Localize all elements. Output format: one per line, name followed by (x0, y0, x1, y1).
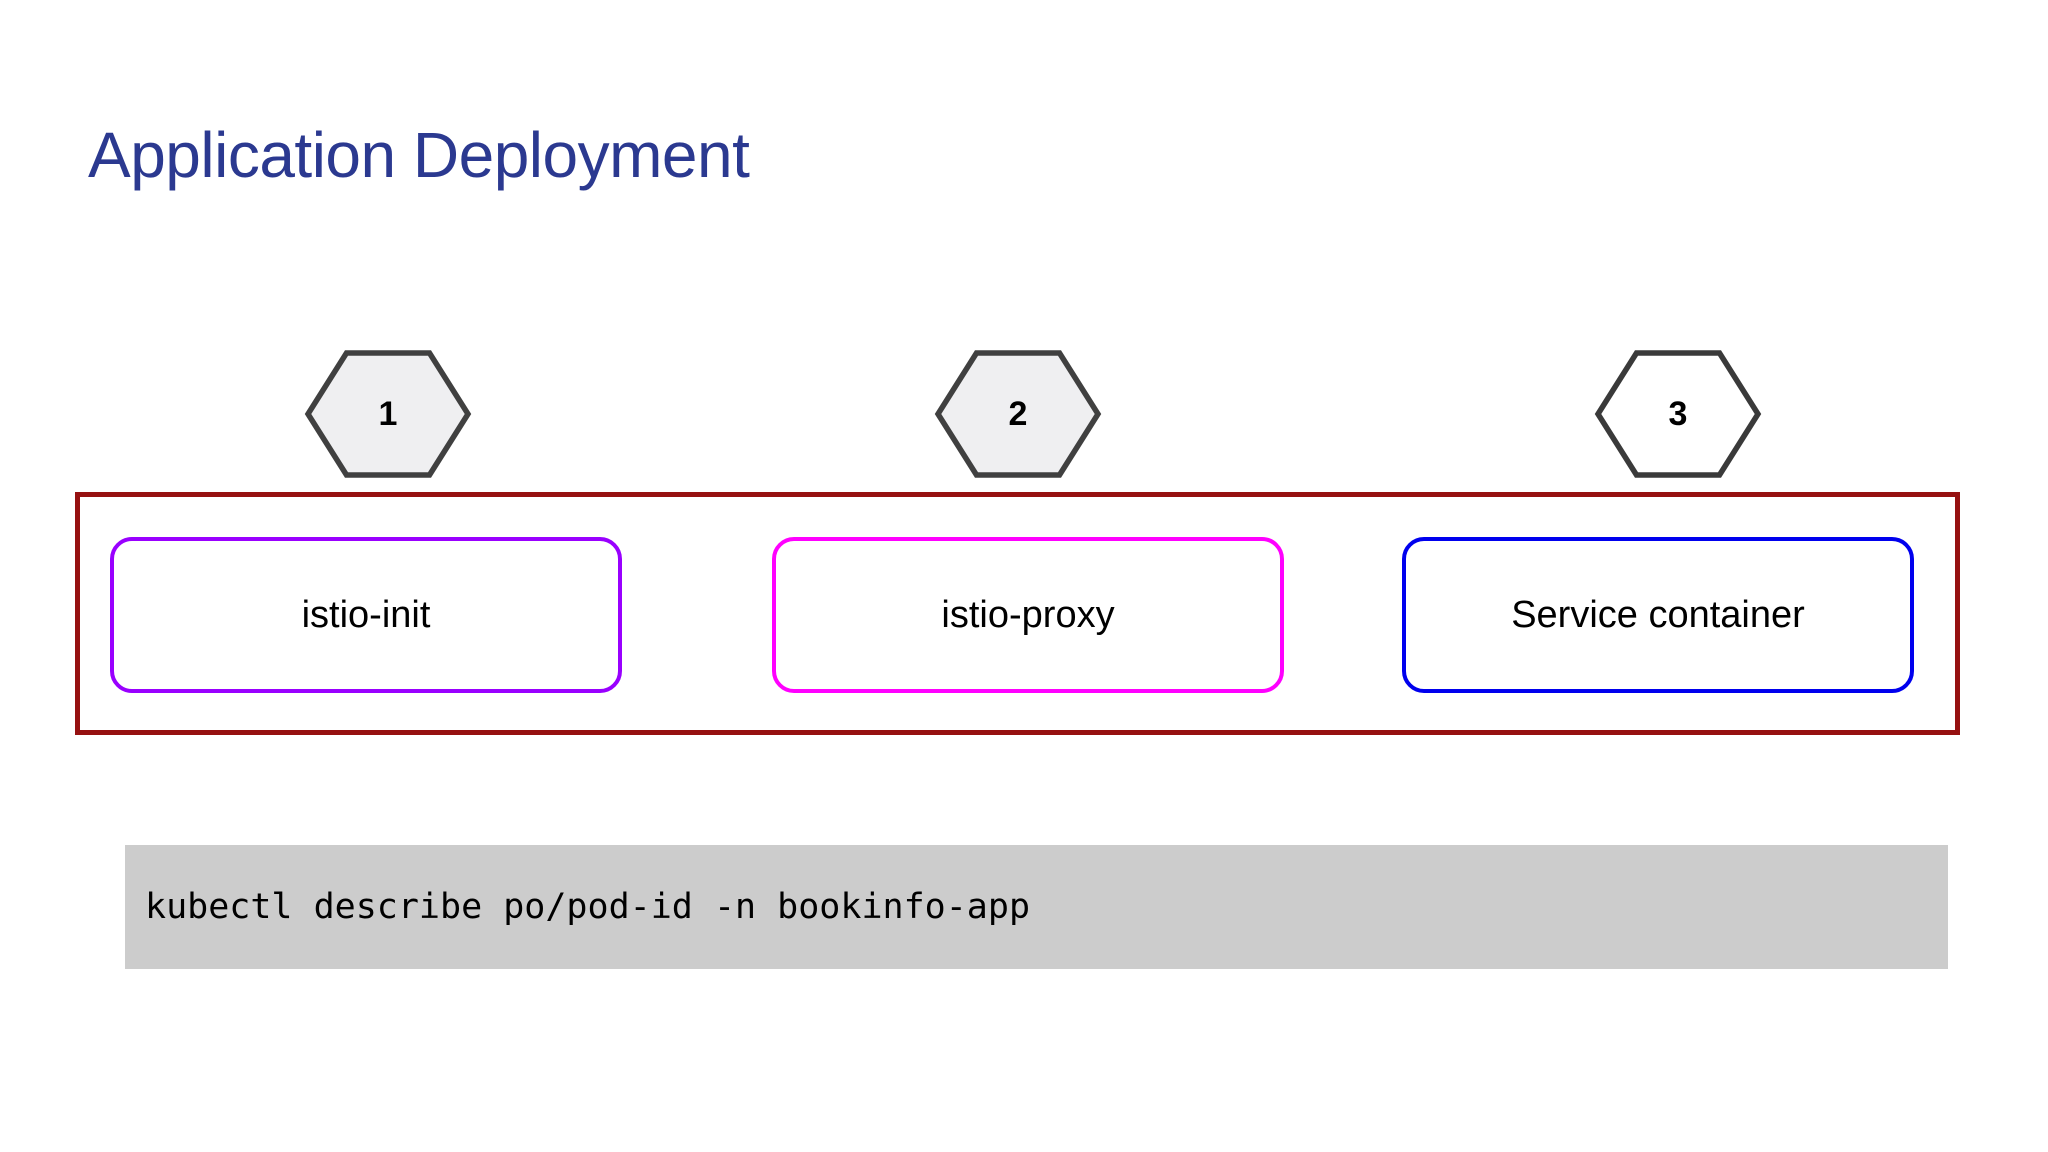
hexagon-icon (304, 350, 472, 478)
command-text: kubectl describe po/pod-id -n bookinfo-a… (145, 887, 1031, 927)
step-badge-1: 1 (304, 350, 472, 478)
step-badge-2: 2 (934, 350, 1102, 478)
hexagon-icon (1594, 350, 1762, 478)
page-title: Application Deployment (88, 119, 750, 191)
step-badges-row: 1 2 3 (0, 350, 2048, 482)
container-label: Service container (1511, 593, 1805, 636)
container-label: istio-init (301, 593, 431, 636)
pod-boundary-box: istio-init istio-proxy Service container (75, 492, 1960, 735)
container-istio-proxy: istio-proxy (772, 537, 1284, 693)
container-service: Service container (1402, 537, 1914, 693)
step-badge-3: 3 (1594, 350, 1762, 478)
hexagon-icon (934, 350, 1102, 478)
container-istio-init: istio-init (110, 537, 622, 693)
command-code-block: kubectl describe po/pod-id -n bookinfo-a… (125, 845, 1948, 969)
container-label: istio-proxy (941, 593, 1115, 636)
containers-row: istio-init istio-proxy Service container (80, 497, 1955, 730)
